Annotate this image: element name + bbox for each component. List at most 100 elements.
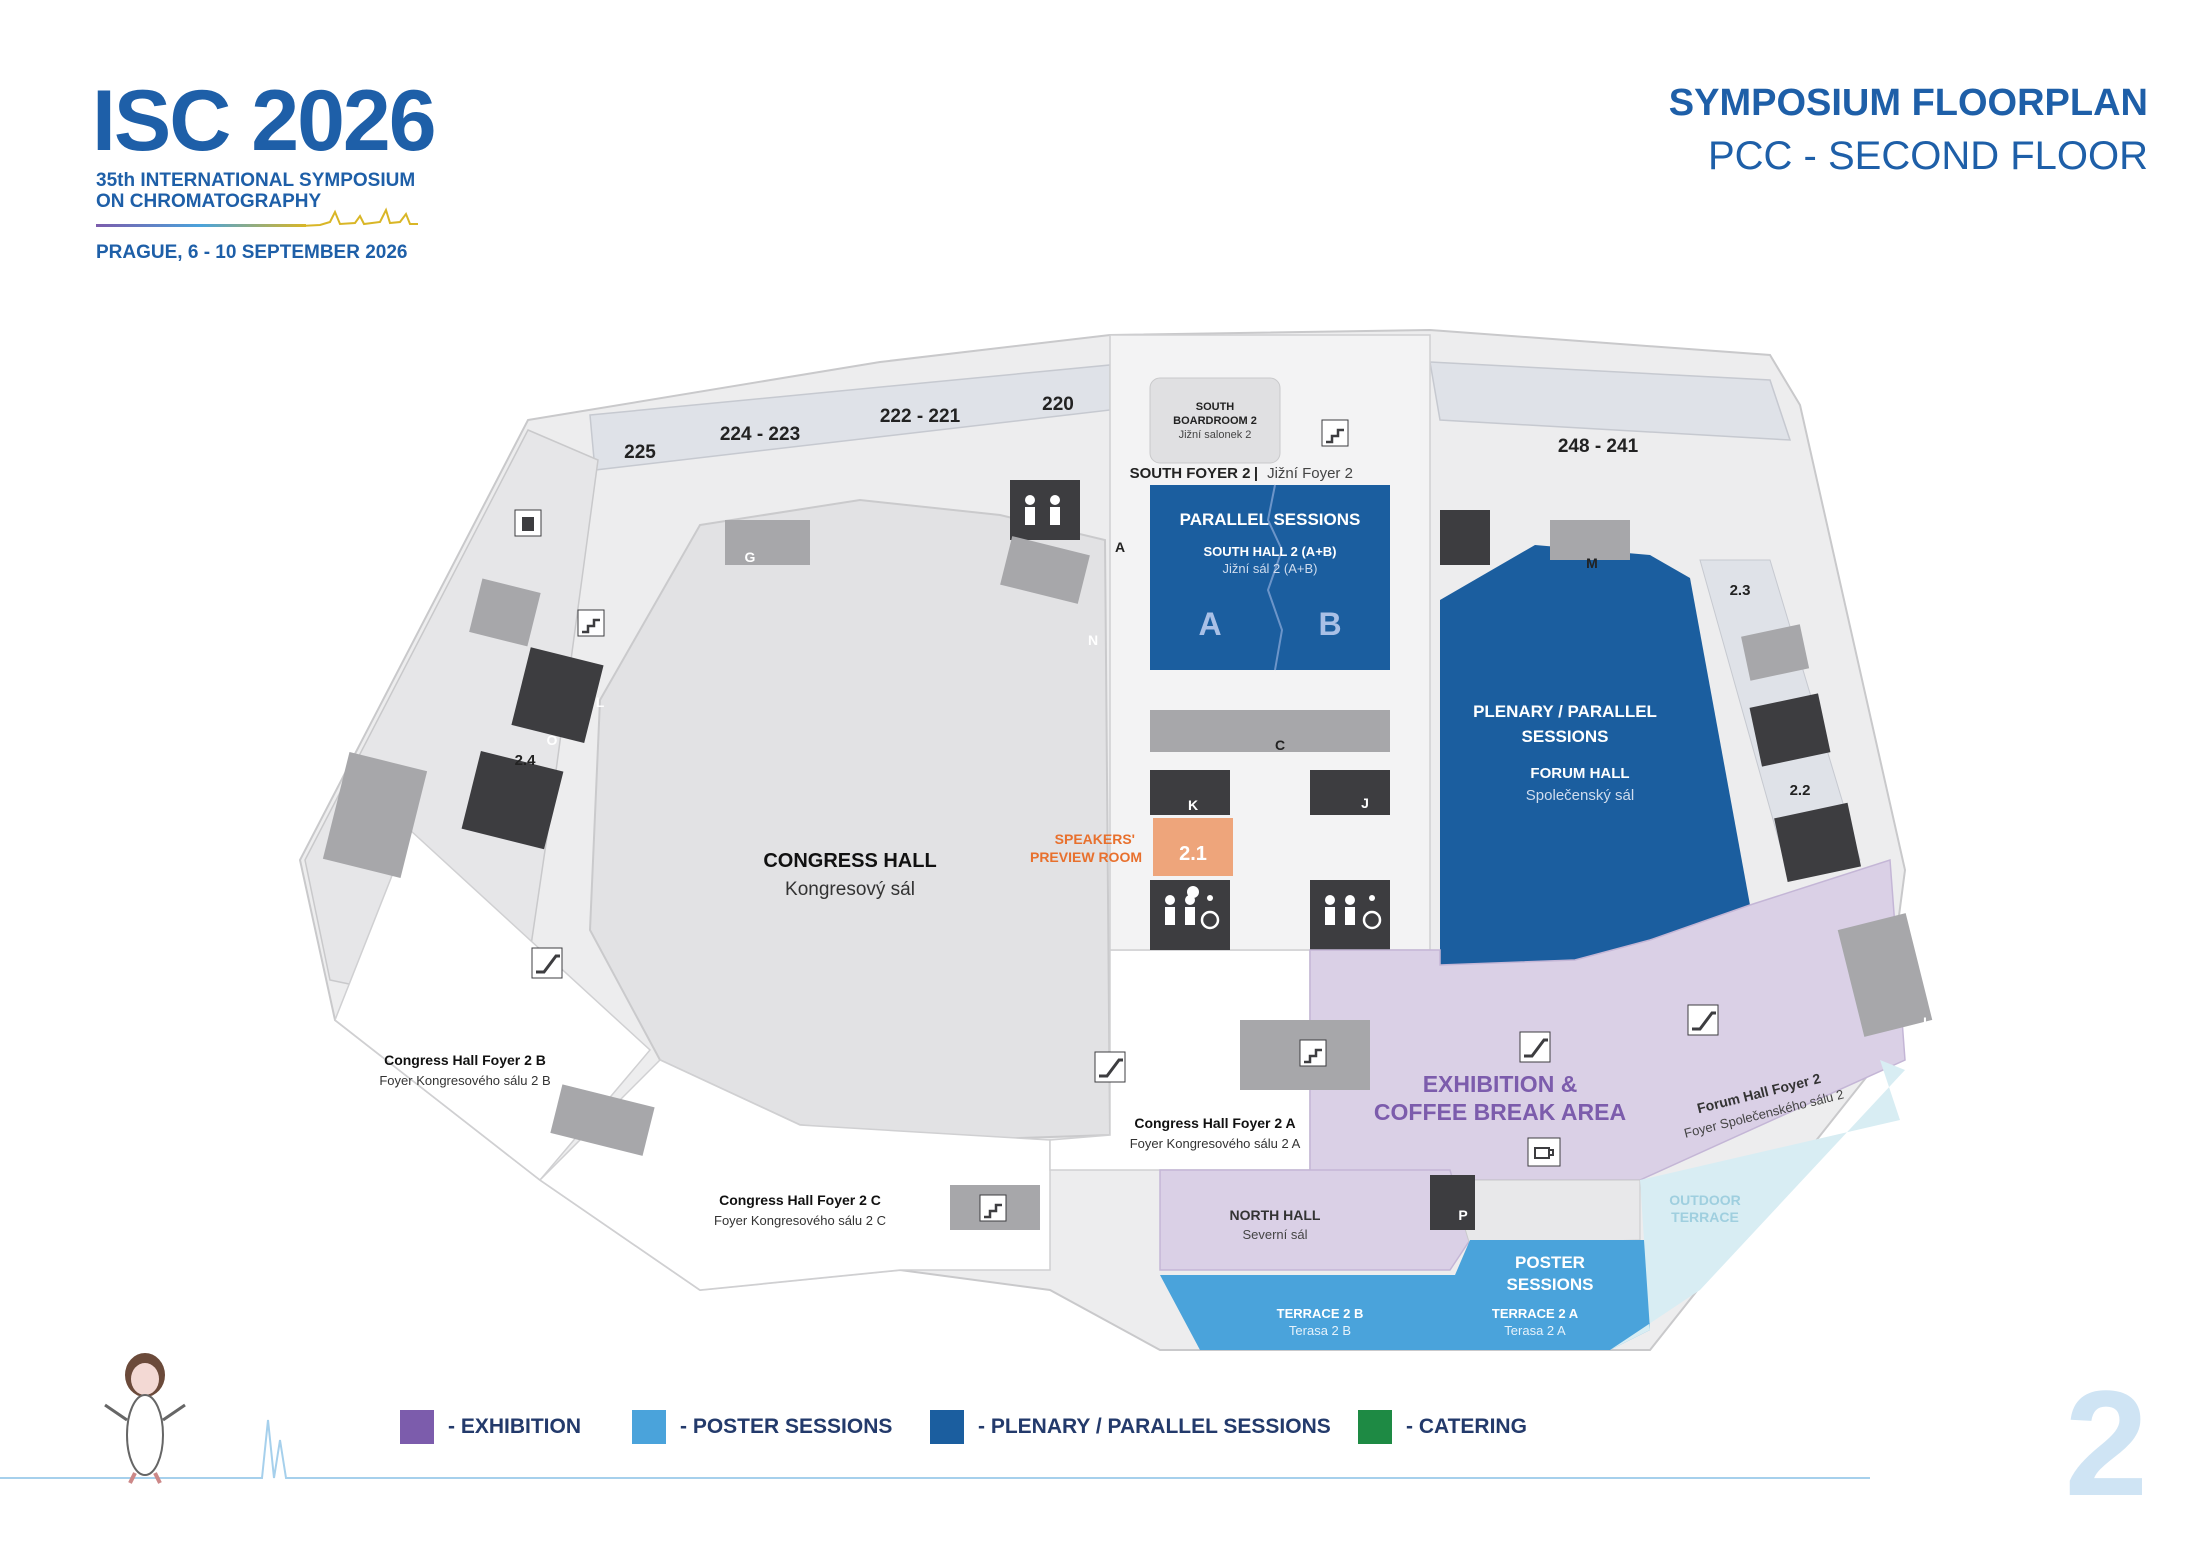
legend-swatch-catering <box>1358 1410 1392 1444</box>
south-hall-name: SOUTH HALL 2 (A+B) <box>1203 544 1336 559</box>
south-foyer-sublabel: Jižní Foyer 2 <box>1267 465 1353 482</box>
north-hall-label: NORTH HALL <box>1230 1207 1321 1223</box>
legend-item-poster-sessions: - POSTER SESSIONS <box>632 1410 892 1444</box>
service-core-west-1 <box>469 578 541 647</box>
south-boardroom-area <box>1149 377 1281 464</box>
room-2-2-label: 2.2 <box>1790 782 1811 799</box>
marker-o: O <box>547 732 558 748</box>
logo-subtitle-line-2: ON CHROMATOGRAPHY <box>96 191 322 212</box>
service-core-i <box>1837 913 1933 1037</box>
south-hall-sublabel: Jižní sál 2 (A+B) <box>1222 561 1317 576</box>
marker-m: M <box>1586 555 1598 571</box>
toilets-22-b <box>1774 802 1862 882</box>
toilets-forum <box>1440 510 1490 565</box>
logo-subtitle: 35th INTERNATIONAL SYMPOSIUM ON CHROMATO… <box>96 170 415 212</box>
forum-hall-title-2: SESSIONS <box>1522 727 1609 746</box>
room-225-label: 225 <box>624 442 656 463</box>
event-dates: PRAGUE, 6 - 10 SEPTEMBER 2026 <box>96 242 408 263</box>
foyer-2b-sublabel: Foyer Kongresového sálu 2 B <box>379 1073 550 1088</box>
marker-a: A <box>1115 539 1125 555</box>
poster-sessions-label-1: POSTER <box>1515 1253 1585 1272</box>
legend-label-catering: - CATERING <box>1406 1415 1527 1438</box>
marker-c: C <box>1275 737 1285 753</box>
legend-swatch-poster-sessions <box>632 1410 666 1444</box>
room-strip-east <box>1429 361 1792 441</box>
service-core-g <box>725 520 810 565</box>
forum-hall-name: FORUM HALL <box>1530 765 1629 782</box>
room-2-4-label: 2.4 <box>515 752 537 769</box>
foyer-2a-sublabel: Foyer Kongresového sálu 2 A <box>1130 1136 1301 1151</box>
congress-hall-sublabel: Kongresový sál <box>785 879 915 900</box>
marker-k: K <box>1188 797 1198 813</box>
room-2-3-label: 2.3 <box>1730 582 1751 599</box>
service-core-m <box>1550 520 1630 560</box>
service-core-c <box>1150 710 1390 752</box>
north-hall-sublabel: Severní sál <box>1242 1227 1307 1242</box>
escalator-icon <box>1094 1051 1126 1083</box>
room-248-241-label: 248 - 241 <box>1558 436 1639 457</box>
congress-hall-area <box>588 498 1112 1142</box>
outdoor-terrace-label-2: TERRACE <box>1671 1209 1739 1225</box>
foyer-2b-label: Congress Hall Foyer 2 B <box>384 1052 546 1068</box>
legend-swatch-exhibition <box>400 1410 434 1444</box>
speakers-room-label-1: SPEAKERS' <box>1055 831 1135 847</box>
room-2-1-label: 2.1 <box>1179 843 1207 865</box>
terrace-2b-label: TERRACE 2 B <box>1277 1306 1364 1321</box>
congress-hall-label: CONGRESS HALL <box>763 850 936 872</box>
toilets-icon <box>1025 495 1060 525</box>
south-hall-area <box>1150 485 1390 670</box>
south-hall-b-label: B <box>1318 606 1341 642</box>
mascot-icon <box>104 1353 186 1484</box>
stairs-icon <box>1321 419 1349 447</box>
legend-label-poster-sessions: - POSTER SESSIONS <box>680 1415 893 1438</box>
south-boardroom-sublabel: Jižní salonek 2 <box>1179 429 1252 441</box>
stairs-icon <box>577 609 605 637</box>
terrace-2a-sublabel: Terasa 2 A <box>1504 1323 1566 1338</box>
toilets-22-a <box>1749 693 1831 767</box>
service-core-west-2 <box>322 751 428 879</box>
forum-hall-area <box>1440 545 1750 965</box>
escalator-icon <box>1519 1031 1551 1063</box>
logo-subtitle-line-1: 35th INTERNATIONAL SYMPOSIUM <box>96 170 416 191</box>
toilets-icon <box>1325 895 1355 925</box>
escalator-icon <box>531 947 563 979</box>
room-224-223-label: 224 - 223 <box>720 424 800 445</box>
page-number: 2 <box>2064 1359 2148 1527</box>
foyer-2c-sublabel: Foyer Kongresového sálu 2 C <box>714 1213 886 1228</box>
page-subtitle: PCC - SECOND FLOOR <box>1707 134 2148 178</box>
foyer-2c-label: Congress Hall Foyer 2 C <box>719 1192 881 1208</box>
service-core-2b <box>550 1084 655 1156</box>
outdoor-terrace-label-1: OUTDOOR <box>1669 1192 1741 1208</box>
south-hall-a-label: A <box>1198 606 1221 642</box>
south-hall-divider <box>1266 484 1284 671</box>
marker-i: I <box>1923 1014 1927 1030</box>
foyer-2a-label: Congress Hall Foyer 2 A <box>1134 1115 1295 1131</box>
room-222-221-label: 222 - 221 <box>880 406 961 427</box>
legend-item-catering: - CATERING <box>1358 1410 1527 1444</box>
terrace-2b-sublabel: Terasa 2 B <box>1289 1323 1351 1338</box>
toilets-a <box>1010 480 1080 540</box>
speakers-room-label-2: PREVIEW ROOM <box>1030 849 1142 865</box>
page-title: SYMPOSIUM FLOORPLAN <box>1668 82 2148 124</box>
marker-g: G <box>745 549 756 565</box>
forum-hall-sublabel: Společenský sál <box>1526 787 1634 804</box>
legend-swatch-plenary <box>930 1410 964 1444</box>
south-boardroom-label-1: SOUTH <box>1196 401 1235 413</box>
south-boardroom-label-2: BOARDROOM 2 <box>1173 415 1257 427</box>
legend-item-plenary: - PLENARY / PARALLEL SESSIONS <box>930 1410 1331 1444</box>
lift-j <box>1310 770 1390 815</box>
toilets-24 <box>461 751 564 850</box>
logo-gradient-line <box>96 224 306 227</box>
south-foyer-separator: | <box>1254 465 1258 482</box>
forum-hall-title-1: PLENARY / PARALLEL <box>1473 702 1657 721</box>
stairs-icon <box>1299 1039 1327 1067</box>
south-foyer-label: SOUTH FOYER 2 <box>1130 465 1251 482</box>
exhibition-label-1: EXHIBITION & <box>1423 1071 1578 1097</box>
outdoor-terrace-area <box>1610 1060 1905 1350</box>
escalator-icon <box>1687 1004 1719 1036</box>
terrace-2a-label: TERRACE 2 A <box>1492 1306 1579 1321</box>
marker-n: N <box>1088 632 1098 648</box>
logo-skyline-icon <box>300 207 418 227</box>
marker-p: P <box>1458 1207 1467 1223</box>
south-hall-title: PARALLEL SESSIONS <box>1180 510 1361 529</box>
